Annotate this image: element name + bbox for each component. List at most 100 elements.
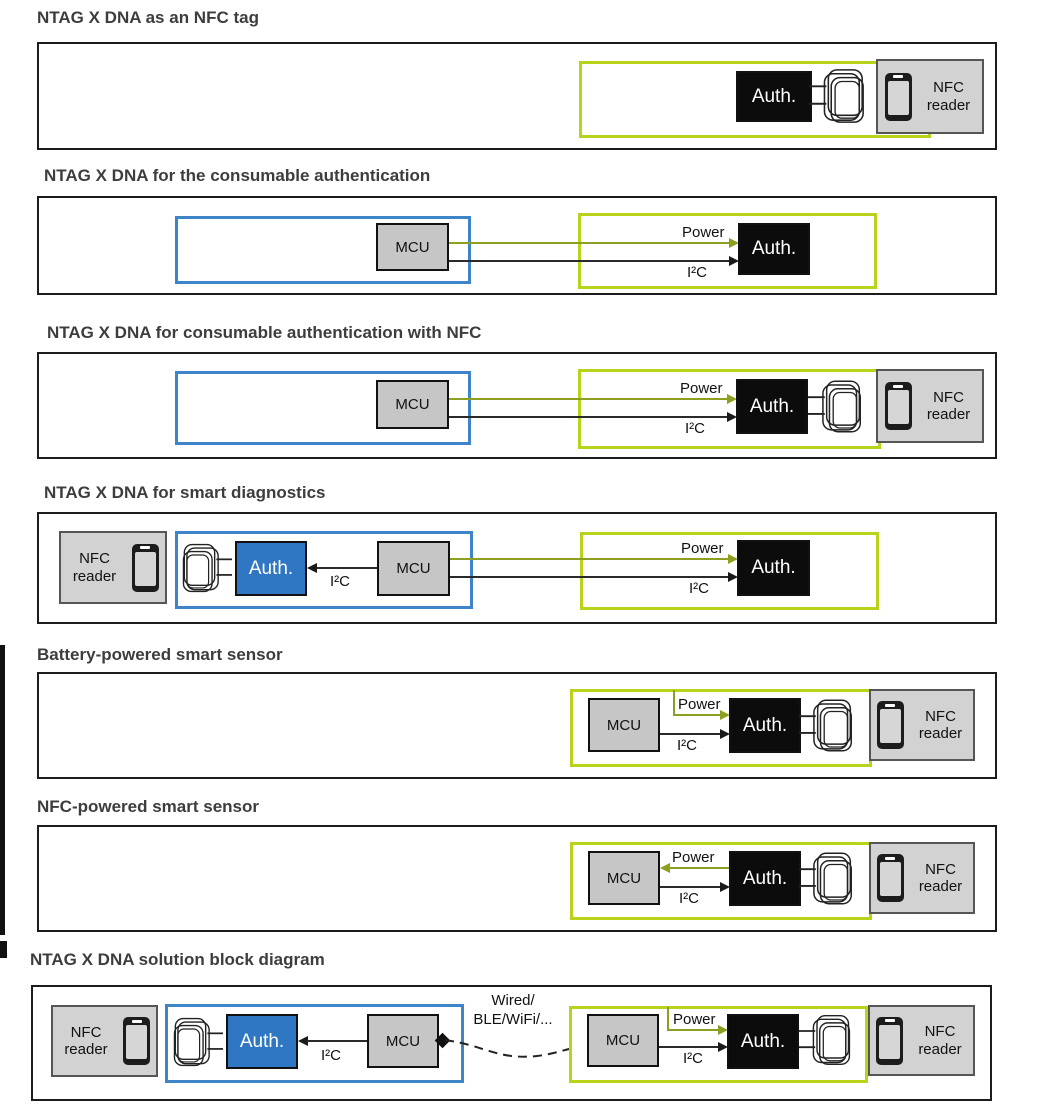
antenna-coil-icon [173, 1017, 223, 1067]
mcu-label: MCU [396, 560, 431, 577]
nfc-reader-label: NFC reader [926, 79, 971, 114]
consumable-boundary-green [578, 213, 877, 289]
mcu-chip: MCU [588, 698, 660, 752]
i2c-label: I²C [683, 1050, 703, 1067]
wired-link-label: Wired/ BLE/WiFi/... [443, 992, 583, 1030]
i2c-arrow [660, 886, 720, 888]
antenna-coil-icon [799, 852, 853, 905]
i2c-arrowhead [307, 563, 317, 573]
phone-icon [884, 382, 912, 430]
auth-label: Auth. [742, 714, 788, 736]
power-arrowhead [718, 1025, 728, 1035]
auth-chip: Auth. [729, 698, 801, 753]
wired-link-line1: Wired/ [491, 992, 535, 1009]
power-arrowhead [727, 394, 737, 404]
diagram-box-smart-diagnostics: NFC reader Auth. I²C MCU Power I²C Auth. [37, 512, 997, 624]
i2c-arrowhead [727, 412, 737, 422]
section-title-smart-diagnostics: NTAG X DNA for smart diagnostics [44, 483, 326, 502]
nfc-reader: NFC reader [869, 689, 975, 761]
mcu-chip: MCU [587, 1014, 659, 1067]
i2c-arrowhead [728, 572, 738, 582]
diagram-box-consumable-auth-nfc: MCU Power I²C Auth. NFC reader [37, 352, 997, 459]
i2c-label: I²C [687, 264, 707, 281]
i2c-arrowhead [718, 1042, 728, 1052]
dashed-wireless-link [444, 1039, 589, 1058]
auth-chip-blue: Auth. [235, 541, 307, 596]
power-arrowhead [728, 554, 738, 564]
i2c-arrow [450, 576, 728, 578]
mcu-label: MCU [395, 238, 430, 256]
auth-label: Auth. [749, 395, 795, 417]
nfc-reader-label: NFC reader [918, 1023, 962, 1058]
section-title-consumable-auth: NTAG X DNA for the consumable authentica… [44, 166, 431, 185]
i2c-arrow [660, 733, 720, 735]
section-title-nfc-powered: NFC-powered smart sensor [37, 797, 259, 816]
power-label: Power [672, 849, 715, 866]
i2c-label: I²C [689, 580, 709, 597]
nfc-reader: NFC reader [876, 369, 984, 443]
mcu-chip: MCU [376, 380, 449, 429]
nfc-reader-label: NFC reader [918, 707, 963, 742]
wired-link-line2: BLE/WiFi/... [473, 1010, 553, 1028]
phone-icon [876, 854, 904, 902]
auth-chip: Auth. [736, 71, 812, 122]
auth-label: Auth. [751, 557, 796, 578]
auth-chip-blue: Auth. [226, 1014, 298, 1069]
power-label: Power [678, 696, 721, 713]
i2c-arrow [316, 567, 377, 569]
i2c-arrow [449, 260, 729, 262]
diagram-box-nfc-powered: MCU Power I²C Auth. NFC reader [37, 825, 997, 932]
power-arrow [449, 242, 729, 244]
i2c-arrowhead [720, 882, 730, 892]
power-label: Power [682, 224, 725, 241]
mcu-chip: MCU [588, 851, 660, 905]
i2c-label: I²C [321, 1047, 341, 1064]
consumable-boundary-green [580, 532, 879, 610]
mcu-chip: MCU [376, 223, 449, 271]
phone-icon [131, 543, 159, 592]
phone-icon [123, 1017, 150, 1065]
power-arrowhead [720, 710, 730, 720]
nfc-reader: NFC reader [59, 531, 167, 604]
auth-chip: Auth. [738, 223, 810, 275]
phone-icon [876, 1016, 903, 1065]
auth-label: Auth. [248, 557, 294, 579]
antenna-coil-icon [799, 699, 853, 752]
section-title-solution-block: NTAG X DNA solution block diagram [30, 950, 325, 969]
power-arrowhead [729, 238, 739, 248]
power-arrowhead [660, 863, 670, 873]
nfc-reader: NFC reader [51, 1005, 158, 1077]
auth-chip: Auth. [729, 851, 801, 906]
antenna-coil-icon [799, 1014, 851, 1066]
antenna-coil-icon [808, 380, 862, 433]
page-edge-bar [0, 645, 5, 935]
i2c-label: I²C [677, 737, 697, 754]
i2c-arrow [307, 1040, 367, 1042]
nfc-reader-label: NFC reader [926, 388, 971, 423]
auth-chip: Auth. [737, 540, 810, 596]
auth-label: Auth. [751, 238, 797, 259]
diagram-box-solution-block: NFC reader Auth. I²C MCU Wired/ BLE/WiFi… [31, 985, 992, 1101]
diagram-box-battery-powered: MCU Power I²C Auth. NFC reader [37, 672, 997, 779]
phone-icon [876, 701, 904, 749]
i2c-arrow [659, 1046, 718, 1048]
section-title-nfc-tag: NTAG X DNA as an NFC tag [37, 8, 259, 27]
nfc-reader-label: NFC reader [64, 1023, 108, 1058]
power-label: Power [673, 1011, 716, 1028]
section-title-consumable-auth-nfc: NTAG X DNA for consumable authentication… [47, 323, 482, 342]
mcu-chip: MCU [367, 1014, 439, 1068]
nfc-reader-label: NFC reader [918, 860, 963, 895]
power-arrow [673, 714, 720, 716]
mcu-label: MCU [605, 1032, 641, 1049]
auth-chip: Auth. [736, 379, 808, 434]
i2c-arrow [449, 416, 727, 418]
mcu-label: MCU [395, 396, 430, 413]
page-edge-bar-small [0, 941, 7, 958]
mcu-chip: MCU [377, 541, 450, 596]
nfc-reader: NFC reader [868, 1005, 975, 1076]
section-title-battery-powered: Battery-powered smart sensor [37, 645, 283, 664]
power-arrow [667, 1029, 718, 1031]
i2c-arrowhead [729, 256, 739, 266]
i2c-label: I²C [679, 890, 699, 907]
